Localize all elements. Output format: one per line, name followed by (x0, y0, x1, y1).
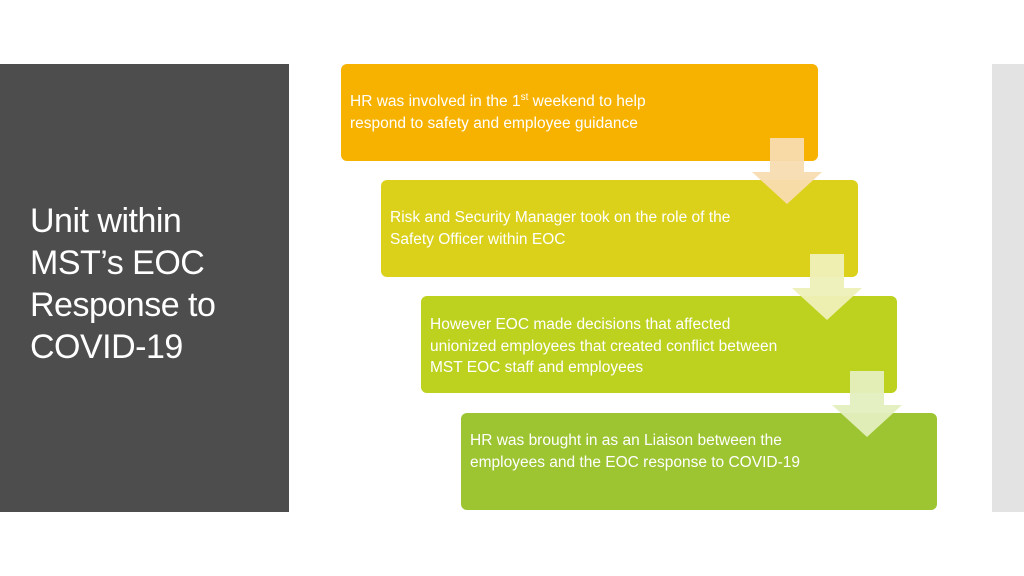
step-2-text: Risk and Security Manager took on the ro… (390, 209, 731, 248)
process-step-3: However EOC made decisions that affected… (421, 296, 897, 393)
step-4-text: HR was brought in as an Liaison between … (470, 432, 800, 471)
step-3-text: However EOC made decisions that affected… (430, 316, 778, 376)
process-step-4: HR was brought in as an Liaison between … (461, 413, 937, 510)
title-line-1: Unit within (30, 202, 182, 240)
step-1-text: HR was involved in the 1st weekend to he… (350, 91, 646, 132)
down-arrow-icon (752, 138, 822, 204)
title-line-3: Response to (30, 286, 216, 324)
title-panel (0, 64, 289, 512)
down-arrow-icon (832, 371, 902, 437)
title-line-2: MST’s EOC (30, 244, 205, 282)
down-arrow-icon (792, 254, 862, 320)
right-edge-strip (992, 64, 1024, 512)
process-step-1: HR was involved in the 1st weekend to he… (341, 64, 818, 161)
slide-title: Unit within MST’s EOC Response to COVID-… (30, 200, 280, 368)
title-line-4: COVID-19 (30, 328, 183, 366)
